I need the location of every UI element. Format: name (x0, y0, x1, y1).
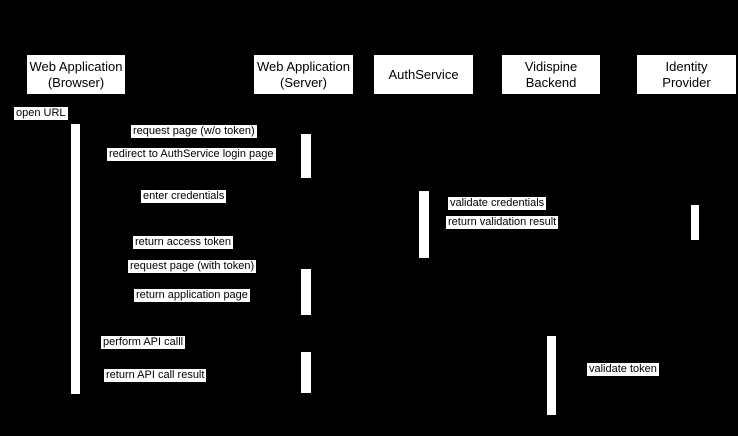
message-return-application-page: return application page (134, 289, 250, 302)
message-perform-api-call: perform API calll (101, 336, 186, 349)
actor-label-authservice: AuthService (388, 66, 459, 82)
message-request-page-wo-token: request page (w/o token) (131, 125, 257, 138)
activation-bar-identity-provider (691, 205, 699, 240)
actor-box-web-application-server: Web Application (Server) (254, 55, 353, 94)
message-enter-credentials: enter credentials (141, 190, 227, 203)
message-open-url: open URL (14, 107, 68, 120)
actor-label-web-application-server: Web Application (Server) (257, 58, 350, 90)
actor-box-web-application-browser: Web Application (Browser) (27, 55, 125, 94)
activation-bar-authservice (419, 191, 429, 258)
message-return-validation-result: return validation result (446, 216, 559, 229)
activation-bar-browser (71, 124, 80, 394)
actor-box-vidispine-backend: Vidispine Backend (502, 55, 600, 94)
actor-box-identity-provider: Identity Provider (637, 55, 736, 94)
actor-label-web-application-browser: Web Application (Browser) (29, 58, 123, 90)
activation-bar-server-1 (301, 134, 311, 178)
actor-box-authservice: AuthService (374, 55, 473, 94)
message-validate-token: validate token (587, 363, 659, 376)
message-redirect-to-authservice-login-page: redirect to AuthService login page (107, 148, 276, 161)
message-validate-credentials: validate credentials (448, 197, 547, 210)
actor-label-vidispine-backend: Vidispine Backend (524, 58, 578, 90)
actor-label-identity-provider: Identity Provider (662, 58, 711, 90)
message-request-page-with-token: request page (with token) (128, 260, 257, 273)
message-return-api-call-result: return API call result (104, 369, 207, 382)
activation-bar-server-2 (301, 269, 311, 315)
activation-bar-vidispine (547, 336, 556, 415)
activation-bar-server-3 (301, 352, 311, 393)
message-return-access-token: return access token (133, 236, 233, 249)
